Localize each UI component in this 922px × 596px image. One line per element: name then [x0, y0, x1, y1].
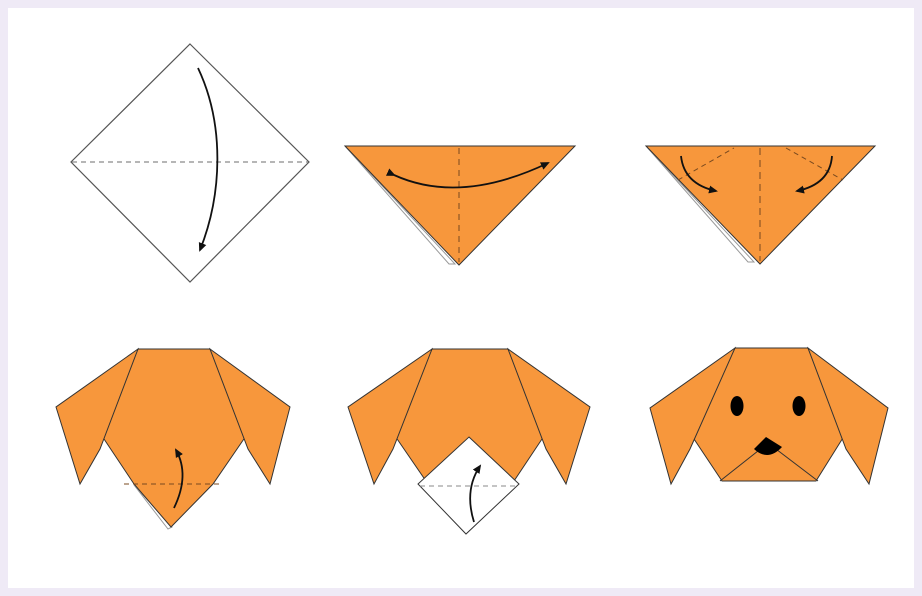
step-4	[55, 347, 291, 530]
right-eye	[792, 396, 806, 416]
fold-arrow-icon	[795, 155, 833, 194]
right-ear-crease	[785, 147, 844, 181]
step-1	[70, 43, 310, 283]
nose	[754, 437, 782, 456]
step-3	[644, 145, 877, 265]
fold-arrow-icon	[385, 162, 550, 189]
fold-arrow-icon	[680, 155, 718, 194]
right-ear	[208, 347, 291, 486]
left-eye	[730, 396, 744, 416]
paper-square	[70, 43, 310, 283]
left-ear	[649, 346, 737, 486]
paper-back-edge	[344, 145, 457, 265]
paper-back-edge	[645, 145, 756, 263]
paper-triangle	[644, 145, 877, 265]
step-6	[649, 346, 889, 486]
left-ear	[347, 347, 434, 486]
step-5	[347, 347, 591, 535]
right-ear	[506, 347, 591, 486]
fold-arrow-icon	[469, 464, 482, 523]
left-ear	[55, 347, 140, 486]
step-2	[343, 145, 577, 266]
fold-arrow-icon	[197, 67, 219, 252]
paper-triangle	[343, 145, 577, 266]
fold-arrow-icon	[173, 448, 184, 509]
right-ear	[806, 346, 889, 486]
